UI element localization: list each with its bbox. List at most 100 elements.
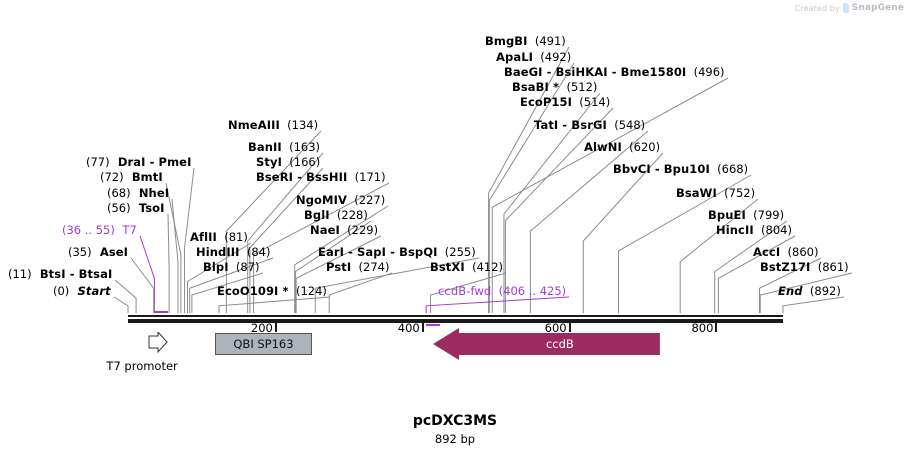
primer-name: T7 [114, 223, 137, 237]
ruler-tick-label: 600 [544, 321, 567, 335]
site-name: AflII [190, 230, 217, 244]
site-label-drai[interactable]: (77) DraI - PmeI [86, 156, 191, 168]
site-name: AseI [91, 245, 129, 259]
site-position: (804) [753, 223, 792, 237]
site-position: (166) [281, 155, 321, 169]
site-label-bmti[interactable]: (72) BmtI [100, 171, 163, 183]
ruler-tick [568, 323, 571, 332]
site-label-bsawi[interactable]: BsaWI (752) [676, 187, 755, 199]
site-position: (860) [780, 245, 819, 259]
site-label-eari[interactable]: EarI - SapI - BspQI (255) [318, 246, 476, 258]
site-position: (84) [239, 245, 271, 259]
leader-line [425, 296, 570, 313]
site-position: (274) [351, 260, 390, 274]
site-name: BmtI [123, 170, 163, 184]
site-label-bpuei[interactable]: BpuEI (799) [708, 209, 784, 221]
leader-line [113, 296, 129, 313]
site-label-naei[interactable]: NaeI (229) [310, 224, 378, 236]
feature-ccdb[interactable] [433, 328, 661, 360]
site-label-styi[interactable]: StyI (166) [256, 156, 320, 168]
plasmid-length: 892 bp [434, 432, 476, 446]
site-position: (752) [716, 186, 756, 200]
primer-marker-ccdb-fwd[interactable] [426, 324, 441, 326]
site-position: (861) [810, 260, 849, 274]
site-name: BsaBI * [512, 80, 560, 94]
site-position: (124) [288, 284, 327, 298]
site-label-psti[interactable]: PstI (274) [326, 261, 389, 273]
site-label-btsi[interactable]: (11) BtsI - BtsaI [8, 268, 112, 280]
site-label-bstxi[interactable]: BstXI (412) [430, 261, 503, 273]
ruler-thick-line [128, 319, 783, 323]
site-name: BtsI - BtsaI [31, 267, 113, 281]
feature-label-t7-promoter: T7 promoter [106, 359, 178, 373]
site-name: BstZ17I [760, 260, 811, 274]
site-name: BanII [248, 140, 282, 154]
site-label-ngomiv[interactable]: NgoMIV (227) [296, 194, 385, 206]
site-label-asei[interactable]: (35) AseI [68, 246, 128, 258]
feature-t7-promoter[interactable] [148, 332, 170, 356]
site-position: (491) [527, 34, 566, 48]
leader-line [139, 235, 155, 313]
leader-line [218, 296, 331, 313]
feature-qbi-sp163[interactable]: QBI SP163 [214, 333, 313, 355]
site-label-hindiii[interactable]: HindIII (84) [196, 246, 270, 258]
site-label-end[interactable]: End (892) [778, 285, 841, 297]
site-position: (227) [346, 193, 386, 207]
site-name: BlpI [203, 260, 229, 274]
leader-line [167, 213, 170, 313]
site-name: TatI - BsrGI [534, 118, 607, 132]
site-name: Start [69, 284, 111, 298]
site-position: (0) [53, 284, 70, 298]
site-position: (87) [228, 260, 260, 274]
arrow-shape [433, 328, 661, 360]
site-label-start[interactable]: (0) Start [53, 285, 111, 297]
site-label-alwni[interactable]: AlwNI (620) [584, 141, 660, 153]
site-label-t7-primer[interactable]: (36 .. 55) T7 [62, 224, 137, 236]
site-position: (492) [533, 50, 572, 64]
site-name: BseRI - BssHII [256, 170, 348, 184]
site-name: BsaWI [676, 186, 717, 200]
site-label-ccdb-fwd[interactable]: ccdB-fwd (406 .. 425) [438, 285, 566, 297]
site-position: (548) [606, 118, 646, 132]
site-label-ecop15i[interactable]: EcoP15I (514) [520, 96, 610, 108]
ruler-tick-label: 200 [250, 321, 273, 335]
feature-label-ccdb: ccdB [545, 337, 574, 351]
site-label-bbvci[interactable]: BbvCI - Bpu10I (668) [613, 163, 748, 175]
site-name: EarI - SapI - BspQI [318, 245, 438, 259]
page-title: pcDXC3MS [412, 413, 498, 429]
site-label-baegi[interactable]: BaeGI - BsiHKAI - Bme1580I (496) [504, 66, 725, 78]
leader-line [782, 296, 845, 313]
site-label-tati[interactable]: TatI - BsrGI (548) [534, 119, 645, 131]
site-label-aflii[interactable]: AflII (81) [190, 231, 248, 243]
site-position: (56) [107, 201, 131, 215]
site-name: HincII [716, 223, 754, 237]
feature-label: QBI SP163 [233, 337, 294, 351]
site-label-ecoo109i[interactable]: EcoO109I * (124) [217, 285, 327, 297]
site-label-nmeaiii[interactable]: NmeAIII (134) [228, 119, 318, 131]
site-label-hincii[interactable]: HincII (804) [716, 224, 792, 236]
site-position: (620) [621, 140, 661, 154]
site-name: HindIII [196, 245, 240, 259]
site-name: EcoO109I * [217, 284, 289, 298]
ruler-tick [421, 323, 424, 332]
site-label-bseri[interactable]: BseRI - BssHII (171) [256, 171, 386, 183]
site-label-acci[interactable]: AccI (860) [753, 246, 818, 258]
site-name: ApaLI [496, 50, 533, 64]
site-label-nhei[interactable]: (68) NheI [107, 187, 169, 199]
site-name: NgoMIV [296, 193, 347, 207]
site-label-bsabi[interactable]: BsaBI * (512) [512, 81, 597, 93]
site-name: End [778, 284, 803, 298]
site-label-bmgbi[interactable]: BmgBI (491) [485, 35, 566, 47]
ruler-thin-line [128, 315, 783, 317]
site-label-bgli[interactable]: BglI (228) [304, 209, 368, 221]
site-label-bstz17i[interactable]: BstZ17I (861) [760, 261, 849, 273]
site-position: (512) [559, 80, 598, 94]
site-label-tsoi[interactable]: (56) TsoI [107, 202, 165, 214]
site-label-banii[interactable]: BanII (163) [248, 141, 320, 153]
site-label-blpi[interactable]: BlpI (87) [203, 261, 260, 273]
primer-marker-t7-primer[interactable] [154, 311, 169, 313]
site-position: (72) [100, 170, 124, 184]
ruler-tick [274, 323, 277, 332]
site-label-apali[interactable]: ApaLI (492) [496, 51, 571, 63]
primer-range: (36 .. 55) [62, 223, 115, 237]
